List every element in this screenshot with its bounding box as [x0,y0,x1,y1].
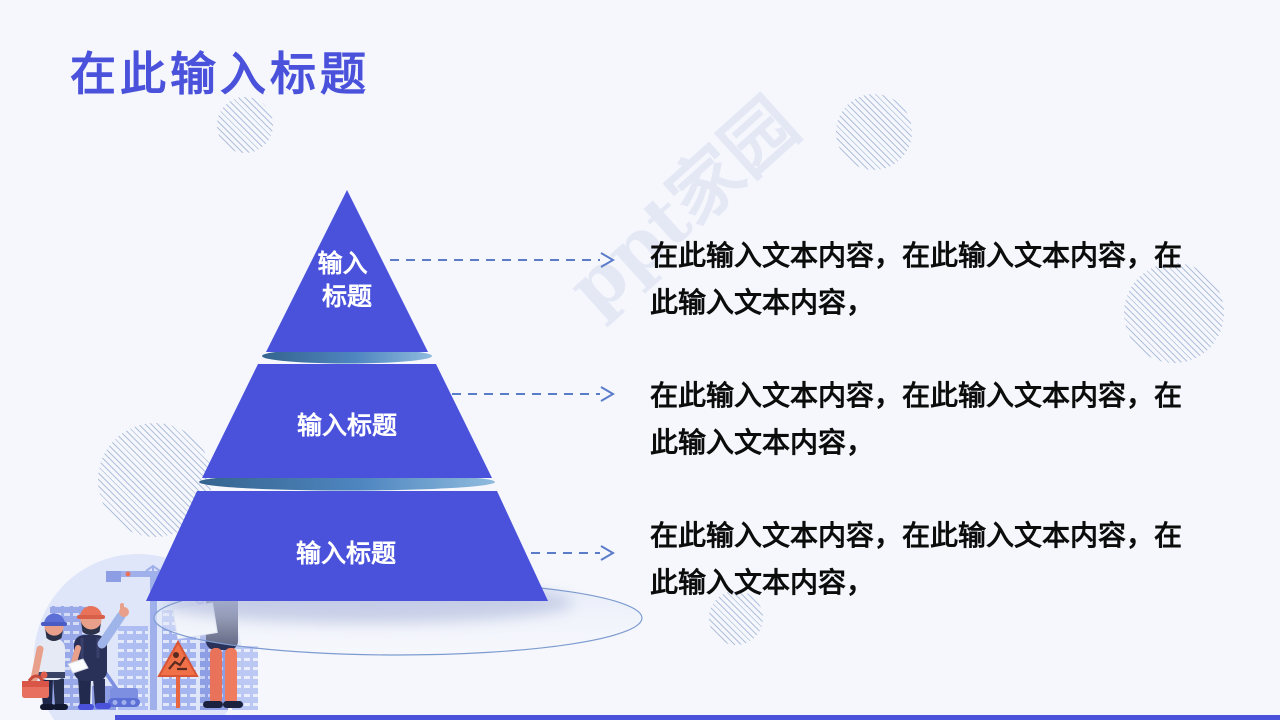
construction-warning-sign-icon [157,639,199,708]
tier-1-label-line-1: 输入 [318,249,368,278]
dashed-arrow-2 [452,386,615,402]
pyramid-tier-1[interactable]: 输入 标题 [266,190,428,352]
slide-title[interactable]: 在此输入标题 [70,47,370,101]
hatch-circle-decoration [709,591,763,645]
bottom-accent-bar [115,715,1280,720]
worker-orange-helmet [67,603,129,710]
worker-blue-helmet [22,613,68,710]
pyramid-tier-2[interactable]: 输入标题 [202,364,492,478]
toolbox-icon [22,674,49,698]
description-text-3[interactable]: 在此输入文本内容，在此输入文本内容，在此输入文本内容， [650,519,1183,599]
hatch-circle-decoration [1124,263,1224,363]
tier-separator [262,348,432,364]
svg-text:输入 标题: 输入 标题 [318,249,377,311]
hatch-circle-decoration [836,94,912,170]
description-text-2[interactable]: 在此输入文本内容，在此输入文本内容，在此输入文本内容， [650,379,1183,459]
pyramid-tier-3[interactable]: 输入标题 [146,491,548,601]
dashed-arrow-1 [390,252,615,268]
dashed-arrow-3 [531,545,615,561]
description-text-1[interactable]: 在此输入文本内容，在此输入文本内容，在此输入文本内容， [650,239,1183,319]
tier-1-label-line-2: 标题 [322,282,372,311]
tier-2-label: 输入标题 [297,411,397,440]
tier-3-label: 输入标题 [296,539,396,568]
hatch-circle-decoration [217,97,273,153]
